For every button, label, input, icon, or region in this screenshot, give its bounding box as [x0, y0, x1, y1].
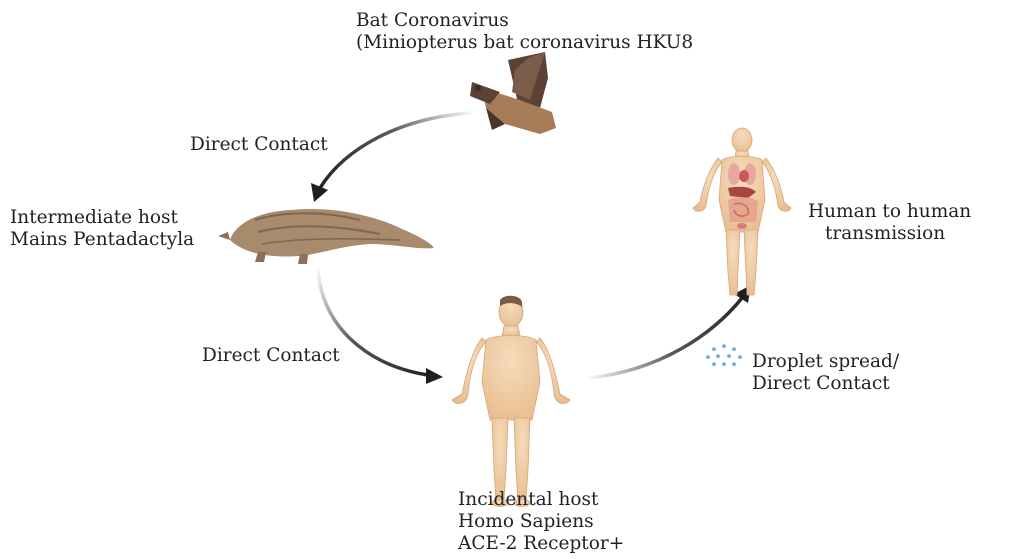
edge-text-bat-to-pangolin: Direct Contact — [190, 134, 328, 156]
incidental-line2: Homo Sapiens — [458, 511, 624, 533]
human-icon — [452, 296, 570, 507]
droplet-line1: Droplet spread/ — [752, 351, 899, 373]
incidental-line3: ACE-2 Receptor+ — [458, 533, 624, 555]
reservoir-host-label: Bat Coronavirus (Miniopterus bat coronav… — [356, 10, 693, 54]
intermediate-line2: Mains Pentadactyla — [10, 229, 194, 251]
incidental-line1: Incidental host — [458, 489, 624, 511]
arrow-bat-to-pangolin — [311, 113, 470, 202]
reservoir-line2: (Miniopterus bat coronavirus HKU8 — [356, 32, 693, 54]
human-to-human-line1: Human to human — [808, 201, 971, 223]
incidental-host-label: Incidental host Homo Sapiens ACE-2 Recep… — [458, 489, 624, 555]
droplet-icon — [706, 344, 742, 366]
edge-text-pangolin-to-human: Direct Contact — [202, 345, 340, 367]
intermediate-line1: Intermediate host — [10, 207, 194, 229]
droplet-spread-label: Droplet spread/ Direct Contact — [752, 351, 899, 395]
human-organs-icon — [693, 128, 791, 295]
human-to-human-line2: transmission — [808, 223, 971, 245]
reservoir-line1: Bat Coronavirus — [356, 10, 693, 32]
edge-label-bat-to-pangolin: Direct Contact — [190, 134, 328, 156]
droplet-line2: Direct Contact — [752, 373, 899, 395]
human-to-human-label: Human to human transmission — [808, 201, 971, 245]
arrow-human-to-human — [590, 285, 751, 378]
bat-icon — [470, 52, 556, 134]
pangolin-icon — [218, 209, 434, 264]
intermediate-host-label: Intermediate host Mains Pentadactyla — [10, 207, 194, 251]
edge-label-pangolin-to-human: Direct Contact — [202, 345, 340, 367]
